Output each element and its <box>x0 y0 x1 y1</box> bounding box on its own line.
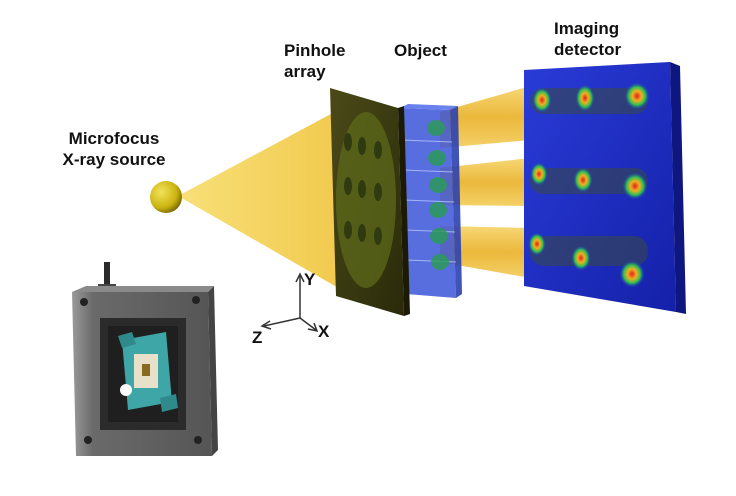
label-pinhole-line1: Pinhole <box>284 41 346 60</box>
label-source: Microfocus X-ray source <box>48 128 180 170</box>
label-object: Object <box>394 41 447 60</box>
axis-z-line <box>263 317 301 327</box>
pinhole-plate <box>330 88 410 316</box>
xray-cone <box>178 108 342 290</box>
object-block <box>400 104 462 298</box>
beam-bot <box>440 226 530 278</box>
coordinate-axes <box>260 272 319 333</box>
axis-z-label: Z <box>252 328 263 347</box>
device-stage <box>118 332 178 412</box>
xray-source-sphere <box>150 181 182 213</box>
axis-y-label: Y <box>304 270 316 289</box>
beam-top <box>440 86 530 148</box>
device-illustration <box>72 262 218 456</box>
detector-spots <box>528 82 650 288</box>
label-pinhole-line2: array <box>284 62 326 81</box>
label-detector-line1: Imaging <box>554 19 620 38</box>
axis-x-label: X <box>318 322 330 341</box>
label-detector-line2: detector <box>554 40 622 59</box>
label-detector: Imaging detector <box>554 18 621 60</box>
label-source-line2: X-ray source <box>62 150 166 169</box>
label-source-line1: Microfocus <box>68 129 160 148</box>
beams <box>440 86 530 278</box>
beam-mid <box>440 158 530 206</box>
pinhole-disc <box>336 112 396 288</box>
label-pinhole: Pinhole array <box>284 40 345 82</box>
imaging-detector <box>524 62 686 314</box>
axis-x-line <box>299 317 317 331</box>
